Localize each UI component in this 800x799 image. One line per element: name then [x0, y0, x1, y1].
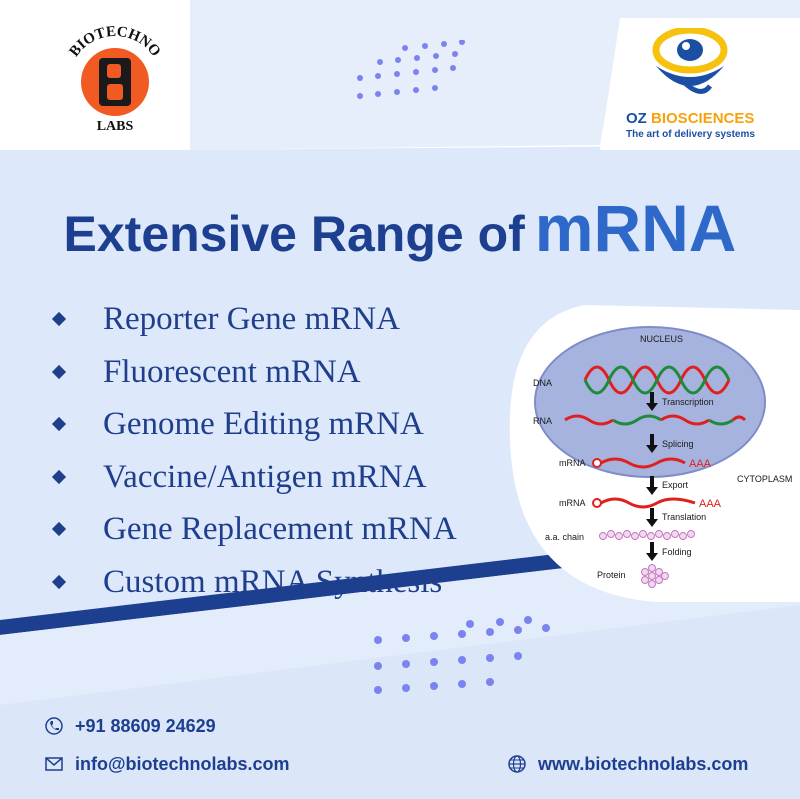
bullet-diamond-icon: [51, 469, 67, 484]
poly-a-label-2: AAA: [699, 498, 722, 510]
bullet-diamond-icon: [51, 311, 67, 327]
translation-label: Translation: [662, 512, 706, 522]
dot-grid-top: [357, 40, 465, 99]
export-label: Export: [662, 480, 689, 490]
list-item: Gene Replacement mRNA: [46, 503, 457, 556]
list-item: Custom mRNA Synthesis: [46, 556, 457, 609]
amino-acid-chain: [599, 530, 695, 540]
bullet-diamond-icon: [51, 364, 67, 379]
phone-icon: [45, 717, 63, 735]
brand-logo-mark: BIOTECHNO LABS: [66, 24, 163, 134]
email-icon: [45, 757, 63, 771]
product-list: Reporter Gene mRNA Fluorescent mRNA Geno…: [46, 293, 457, 608]
partner-tagline: The art of delivery systems: [626, 129, 755, 140]
mrna-label-1: mRNA: [559, 458, 586, 468]
mrna-pathway-diagram: NUCLEUS DNA Transcription Splicing Expor…: [509, 305, 800, 602]
dot-grid-bottom: [374, 616, 550, 694]
splicing-label: Splicing: [662, 439, 694, 449]
nucleus-label: NUCLEUS: [640, 334, 683, 344]
email-address: info@biotechnolabs.com: [75, 754, 290, 774]
list-item: Reporter Gene mRNA: [46, 293, 457, 346]
folding-label: Folding: [662, 547, 692, 557]
headline-part2: mRNA: [534, 191, 737, 265]
brand-logo[interactable]: BIOTECHNO LABS: [55, 18, 175, 136]
phone-number: +91 88609 24629: [75, 716, 216, 736]
rna-label: RNA: [533, 416, 552, 426]
protein-label: Protein: [597, 570, 626, 580]
list-item: Fluorescent mRNA: [46, 346, 457, 399]
headline-part1: Extensive Range of: [63, 206, 525, 262]
poly-a-label-1: AAA: [689, 458, 712, 470]
list-item: Vaccine/Antigen mRNA: [46, 451, 457, 504]
cytoplasm-label: CYTOPLASM: [737, 474, 792, 484]
website-url: www.biotechnolabs.com: [538, 754, 749, 774]
dna-strand-green: [583, 365, 731, 395]
bullet-diamond-icon: [51, 416, 67, 432]
pathway-arrows: [646, 392, 658, 561]
partner-logo[interactable]: OZ BIOSCIENCES The art of delivery syste…: [620, 28, 790, 143]
aa-chain-label: a.a. chain: [545, 532, 584, 542]
bullet-diamond-icon: [51, 574, 67, 589]
list-item: Genome Editing mRNA: [46, 398, 457, 451]
transcription-label: Transcription: [662, 397, 714, 407]
dna-label: DNA: [533, 378, 552, 388]
folded-protein: [641, 564, 669, 588]
partner-name: OZ BIOSCIENCES: [626, 110, 755, 127]
brand-logo-bottom-text: LABS: [97, 119, 134, 134]
partner-logo-mark: [652, 28, 728, 94]
bullet-diamond-icon: [51, 521, 67, 537]
globe-icon: [508, 755, 526, 773]
mrna-label-2: mRNA: [559, 498, 586, 508]
